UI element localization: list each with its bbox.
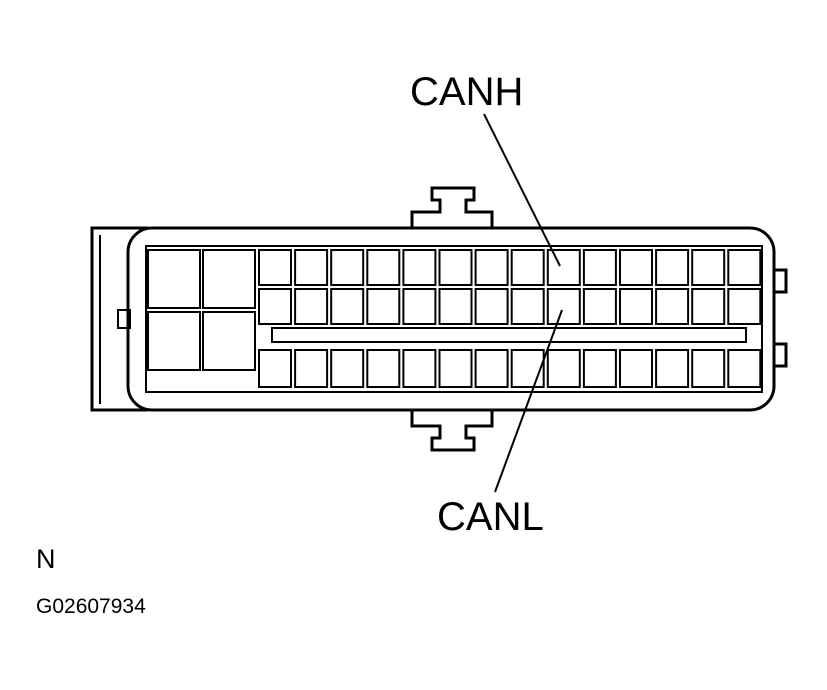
cavity-upper-row-2 [727, 288, 762, 325]
cavity-lower-row [438, 349, 473, 388]
cavity-upper-row-2 [546, 288, 581, 325]
canl-leader-line [494, 309, 563, 493]
cavity-upper-row-2 [691, 288, 726, 325]
cavity-lower-row [366, 349, 401, 388]
cavity-lower-row [582, 349, 617, 388]
cavity-lower-row [510, 349, 545, 388]
cavity-upper-row-2 [474, 288, 509, 325]
cavity-upper-row-2 [294, 288, 329, 325]
cavity-upper-row-1 [330, 249, 365, 286]
cavity-grid [147, 249, 762, 388]
cavity-upper-row-1 [366, 249, 401, 286]
cavity-lower-row [258, 349, 292, 388]
large-cavity [147, 311, 201, 371]
connector-letter: N [36, 544, 56, 574]
cavity-lower-row [727, 349, 762, 388]
cavity-upper-row-2 [438, 288, 473, 325]
center-divider-slot [271, 327, 747, 343]
cavity-upper-row-1 [438, 249, 473, 286]
cavity-upper-row-2 [330, 288, 365, 325]
cavity-lower-row [402, 349, 437, 388]
cavity-upper-row-1 [655, 249, 690, 286]
cavity-lower-row [655, 349, 690, 388]
bottom-locking-clip [410, 410, 494, 452]
connector-rear-housing [90, 226, 148, 412]
cavity-lower-row [546, 349, 581, 388]
cavity-upper-row-1 [582, 249, 617, 286]
canh-label: CANH [410, 70, 524, 114]
connector-inner-frame [145, 245, 763, 393]
cavity-lower-row [474, 349, 509, 388]
cavity-lower-row [691, 349, 726, 388]
top-locking-clip [410, 186, 494, 228]
cavity-upper-row-1 [546, 249, 581, 286]
large-cavity [202, 311, 256, 371]
cavity-lower-row [294, 349, 329, 388]
cavity-lower-row [330, 349, 365, 388]
cavity-upper-row-2 [655, 288, 690, 325]
figure-code: G02607934 [36, 595, 146, 618]
cavity-upper-row-1 [727, 249, 762, 286]
canl-label: CANL [437, 495, 544, 539]
cavity-upper-row-1 [510, 249, 545, 286]
cavity-upper-row-1 [619, 249, 653, 286]
canh-leader-line [483, 113, 561, 267]
cavity-upper-row-2 [582, 288, 617, 325]
cavity-lower-row [619, 349, 653, 388]
cavity-upper-row-1 [294, 249, 329, 286]
cavity-upper-row-2 [510, 288, 545, 325]
cavity-upper-row-1 [691, 249, 726, 286]
large-cavity [147, 249, 201, 309]
cavity-upper-row-2 [619, 288, 653, 325]
cavity-upper-row-1 [258, 249, 292, 286]
cavity-upper-row-1 [402, 249, 437, 286]
cavity-upper-row-1 [474, 249, 509, 286]
cavity-upper-row-2 [258, 288, 292, 325]
cavity-upper-row-2 [366, 288, 401, 325]
right-tab-lower [774, 342, 788, 368]
connector-body [126, 226, 776, 412]
cavity-upper-row-2 [402, 288, 437, 325]
large-cavity [202, 249, 256, 309]
left-locking-tab [117, 309, 131, 329]
right-tab-upper [774, 268, 788, 294]
